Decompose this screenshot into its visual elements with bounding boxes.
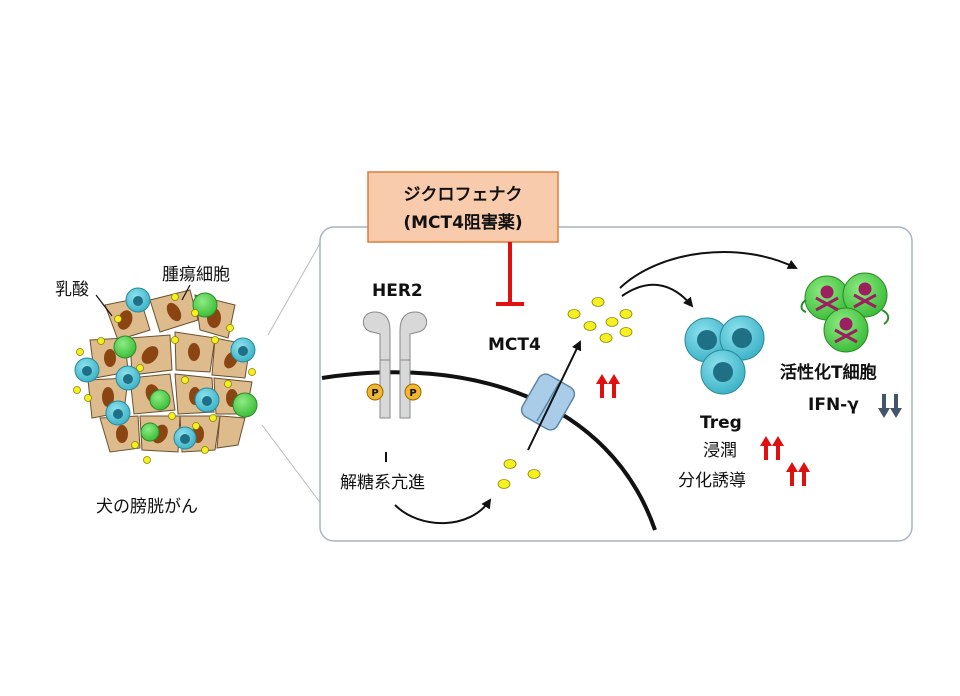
glycolysis-arrow (394, 498, 492, 525)
caption: 犬の膀胱がん (96, 497, 198, 517)
svg-text:P: P (409, 388, 416, 399)
drug-note: (MCT4阻害薬) (403, 212, 522, 233)
her2-label: HER2 (372, 281, 423, 301)
treg-label: Treg (700, 413, 742, 433)
treg-cells-in-tumor (74, 287, 256, 450)
drug-name: ジクロフェナク (404, 185, 523, 205)
treg-cluster (684, 315, 765, 395)
ifn-down-arrows (878, 394, 902, 418)
lactate-leader (95, 294, 113, 317)
differentiation-label: 分化誘導 (678, 471, 746, 491)
lactate-dots-left (73, 293, 256, 464)
phospho-left: P (366, 383, 384, 401)
glycolysis-label: 解糖系亢進 (340, 473, 425, 493)
lactate-label: 乳酸 (55, 280, 89, 300)
inhibition-symbol (496, 242, 524, 306)
tumor-cluster (73, 287, 258, 464)
arrow-to-t-cells (619, 251, 798, 289)
infiltration-up-arrows (760, 436, 784, 460)
ifn-label: IFN-γ (808, 395, 859, 415)
infiltration-label: 浸潤 (703, 441, 737, 461)
zoom-line-bottom (261, 424, 323, 506)
phospho-right: P (404, 383, 422, 401)
differentiation-up-arrows (786, 462, 810, 486)
mct4-up-arrows (596, 374, 620, 398)
svg-text:P: P (371, 388, 378, 399)
mct4-transporter (520, 373, 576, 431)
lactate-inside (497, 459, 541, 489)
lactate-outside (567, 297, 633, 343)
tumor-cell-leader (181, 284, 191, 301)
zoom-line-top (267, 239, 323, 336)
t-cells-in-tumor (113, 292, 258, 442)
arrow-to-treg (621, 283, 694, 308)
skull-icon (815, 282, 877, 344)
drug-box (367, 171, 559, 243)
mct4-label: MCT4 (488, 335, 541, 355)
tumor-cell-label: 腫瘍細胞 (162, 265, 230, 285)
her2-receptor (362, 311, 428, 419)
activated-t-label: 活性化T細胞 (780, 362, 877, 383)
mct4-transport-arrow (527, 340, 582, 451)
